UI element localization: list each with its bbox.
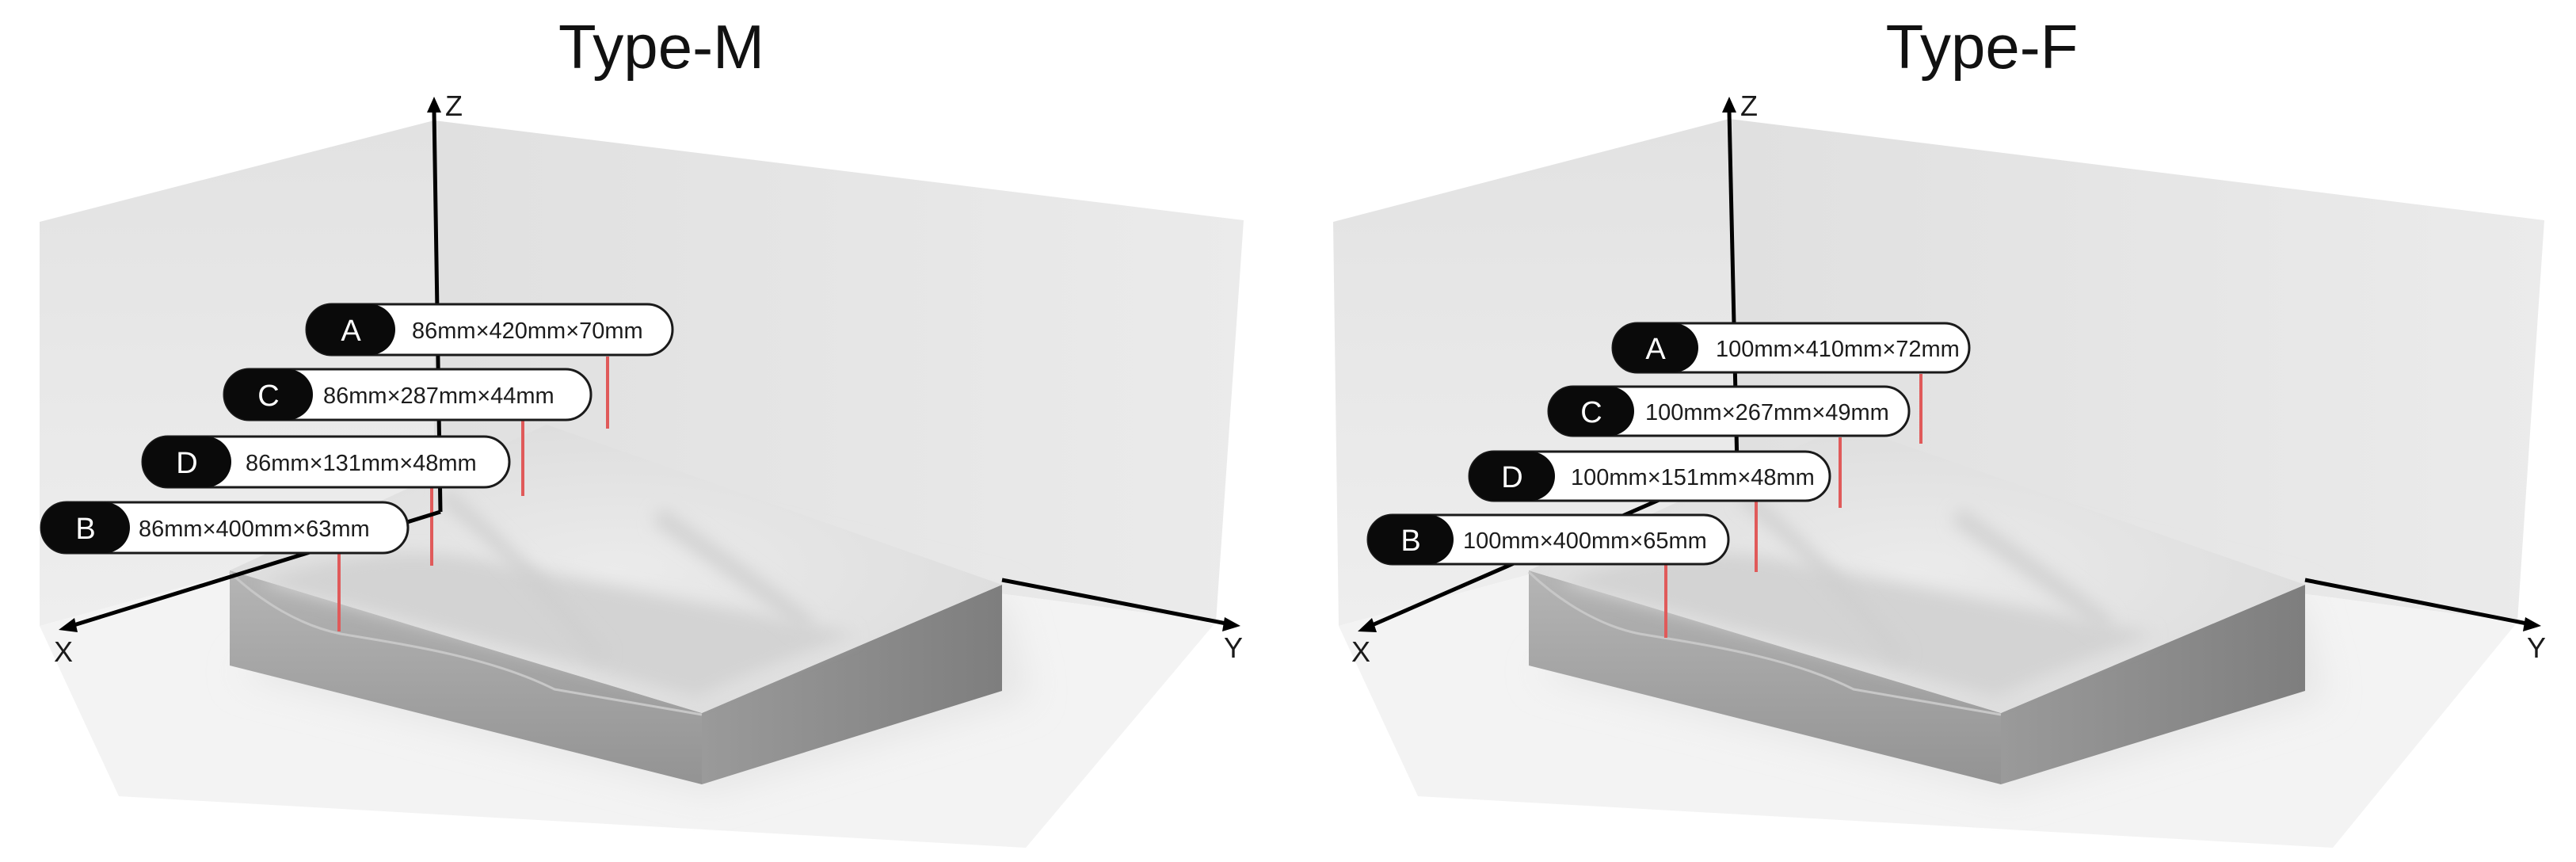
label-dims: 86mm×131mm×48mm (246, 451, 477, 476)
x-arrow-icon (59, 618, 78, 632)
y-axis (1001, 578, 1227, 626)
tray-recess (261, 553, 855, 697)
label-dims: 100mm×151mm×48mm (1571, 465, 1815, 490)
x-axis-label: X (1351, 635, 1370, 668)
tray-right-face (702, 585, 1002, 784)
label-letter: C (257, 380, 279, 413)
y-axis-label: Y (2527, 631, 2546, 664)
dimension-label-b: B 86mm×400mm×63mm (40, 501, 410, 555)
label-dims: 100mm×267mm×49mm (1645, 400, 1889, 425)
dimension-label-a: A 86mm×420mm×70mm (305, 303, 674, 357)
label-letter: B (75, 513, 95, 546)
panel-title: Type-F (1886, 12, 2079, 82)
label-letter: C (1580, 396, 1602, 429)
label-dims: 100mm×410mm×72mm (1716, 337, 1960, 362)
dimension-label-d: D 100mm×151mm×48mm (1468, 450, 1831, 502)
tray-groove (1951, 508, 2113, 633)
dimension-label-b: B 100mm×400mm×65mm (1366, 513, 1730, 566)
label-dims: 86mm×420mm×70mm (412, 318, 643, 344)
tray-front-lip (1527, 570, 2002, 716)
tray-right-face (2001, 585, 2305, 784)
label-letter: A (1645, 333, 1666, 366)
label-dims: 86mm×400mm×63mm (139, 517, 370, 542)
panel-title: Type-M (558, 12, 764, 82)
z-arrow-icon (427, 97, 441, 113)
tray-groove (439, 490, 608, 662)
z-axis-label: Z (1740, 90, 1758, 122)
y-arrow-icon (2523, 617, 2541, 631)
z-arrow-icon (1722, 97, 1736, 113)
label-dims: 86mm×287mm×44mm (323, 383, 554, 409)
tray-front-face (1529, 570, 2001, 784)
dimension-label-d: D 86mm×131mm×48mm (141, 435, 511, 489)
tray-groove (652, 508, 814, 633)
panel-type-f: Type-F Z X Y (1333, 12, 2546, 848)
dimension-label-c: C 100mm×267mm×49mm (1547, 385, 1911, 437)
tray-recess (1560, 553, 2155, 697)
panel-type-m: Type-M Z (40, 12, 1244, 848)
tray-front-face (230, 570, 702, 784)
x-arrow-icon (1358, 618, 1377, 632)
label-letter: D (176, 447, 197, 480)
tray (228, 425, 1002, 784)
y-arrow-icon (1222, 617, 1240, 631)
label-letter: B (1400, 524, 1420, 558)
y-axis (2304, 578, 2528, 626)
z-axis-label: Z (445, 90, 463, 122)
x-axis-label: X (54, 635, 73, 668)
label-letter: A (341, 315, 361, 348)
dimension-label-c: C 86mm×287mm×44mm (223, 368, 593, 421)
label-letter: D (1501, 461, 1522, 494)
tray-groove (1738, 490, 1907, 662)
dimension-label-a: A 100mm×410mm×72mm (1611, 322, 1971, 374)
tray-front-lip (228, 570, 703, 716)
y-axis-label: Y (1224, 631, 1243, 664)
label-dims: 100mm×400mm×65mm (1463, 528, 1707, 554)
